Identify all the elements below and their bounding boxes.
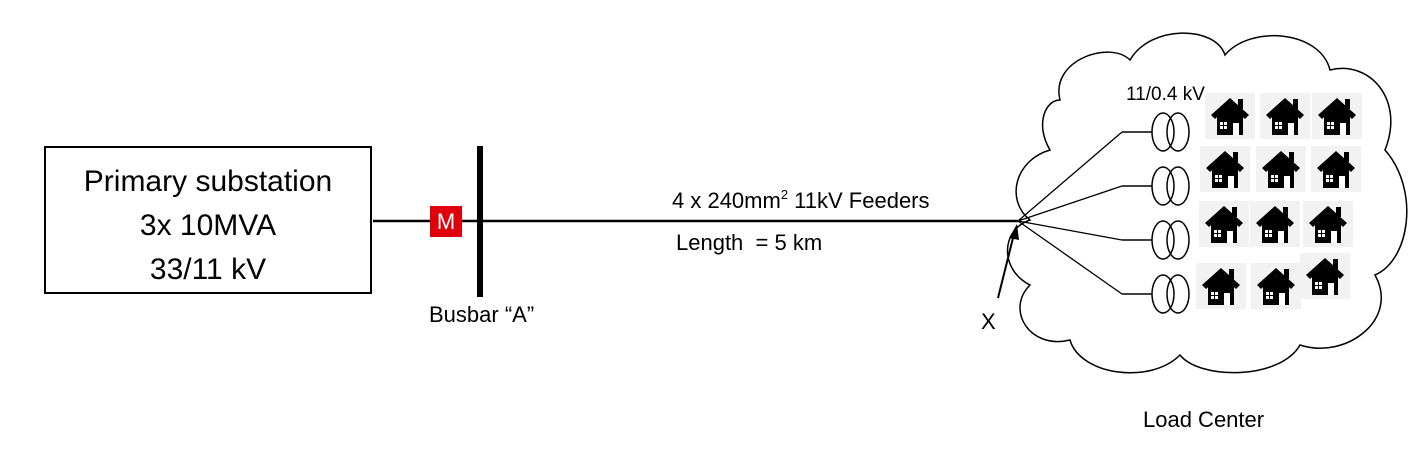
transformer-icon — [1122, 112, 1190, 152]
house-icon — [1312, 93, 1362, 139]
house-icon — [1260, 93, 1310, 139]
feeder-branches — [1017, 131, 1123, 295]
house-icon — [1256, 146, 1306, 192]
house-icon — [1303, 201, 1353, 247]
substation-title: Primary substation — [83, 165, 333, 198]
house-icon — [1250, 201, 1300, 247]
feeder-count-prefix: 4 x 240mm — [672, 188, 781, 213]
house-icon — [1196, 263, 1246, 309]
substation-capacity: 3x 10MVA — [139, 209, 277, 242]
transformer-icon — [1122, 166, 1190, 206]
fault-point-label: X — [981, 309, 996, 334]
feeder-superscript: 2 — [780, 187, 789, 202]
load-center-label: Load Center — [1143, 407, 1265, 432]
house-icon — [1300, 253, 1350, 299]
primary-substation-box: Primary substation 3x 10MVA 33/11 kV — [44, 146, 372, 294]
feeder-suffix: 11kV Feeders — [788, 188, 930, 213]
substation-voltage: 33/11 kV — [149, 253, 267, 286]
house-icon — [1251, 263, 1301, 309]
feeder-length-label: Length = 5 km — [676, 230, 823, 255]
fault-arrow — [997, 224, 1019, 299]
house-icon — [1200, 146, 1250, 192]
house-icon — [1199, 201, 1249, 247]
transformer-icon — [1122, 274, 1190, 314]
transformer-rating-label: 11/0.4 kV — [1126, 84, 1205, 105]
meter-icon: M — [430, 206, 462, 237]
feeder-spec-label: 4 x 240mm2 11kV Feeders — [672, 188, 930, 214]
house-grid — [1196, 93, 1362, 309]
house-icon — [1311, 146, 1361, 192]
transformer-icon — [1122, 220, 1190, 260]
house-icon — [1205, 93, 1255, 139]
busbar-label: Busbar “A” — [429, 302, 535, 327]
